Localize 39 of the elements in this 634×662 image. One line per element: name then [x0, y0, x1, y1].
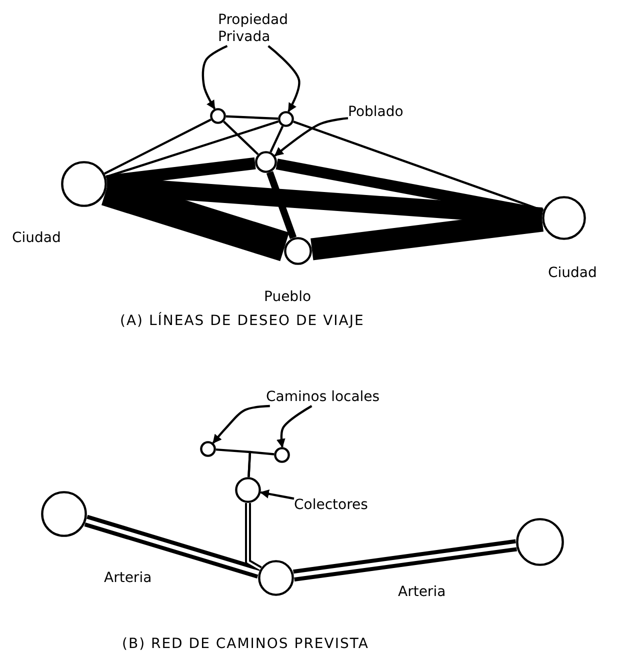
road: [84, 514, 260, 579]
node-circle: [278, 111, 294, 127]
node-circle: [210, 108, 226, 124]
road: [293, 539, 518, 582]
node-circle: [542, 196, 586, 240]
node-circle: [255, 151, 277, 173]
callout-label: Poblado: [348, 104, 404, 121]
leader-line: [260, 489, 294, 500]
desire-line: [106, 120, 279, 178]
node-circle: [41, 491, 87, 537]
desire-line: [293, 120, 544, 212]
node-circle: [274, 447, 290, 463]
leader-line: [212, 404, 270, 444]
desire-line: [248, 450, 274, 478]
place-label: Ciudad: [12, 230, 61, 247]
desire-line: [270, 126, 284, 152]
node-circle: [61, 161, 107, 207]
panel-caption: (B) RED DE CAMINOS PREVISTA: [122, 636, 369, 653]
desire-line: [226, 115, 278, 120]
callout-label: Colectores: [294, 497, 368, 514]
edge-label: Arteria: [398, 584, 446, 601]
edge-label: Arteria: [104, 570, 152, 587]
node-circle: [284, 237, 312, 265]
desire-line: [104, 118, 212, 175]
leader-line: [274, 117, 348, 157]
leader-line: [202, 45, 228, 110]
leader-line: [268, 45, 300, 112]
desire-line: [223, 120, 259, 156]
leader-line: [276, 405, 312, 448]
callout-label: Propiedad Privada: [218, 12, 288, 46]
node-circle: [200, 441, 216, 457]
callout-label: Caminos locales: [266, 389, 380, 406]
place-label: Pueblo: [264, 289, 312, 306]
thick-desire-line: [266, 171, 297, 240]
node-circle: [235, 477, 261, 503]
node-circle: [258, 560, 294, 596]
node-circle: [516, 518, 564, 566]
panel-caption: (A) LÍNEAS DE DESEO DE VIAJE: [120, 313, 364, 330]
place-label: Ciudad: [548, 265, 597, 282]
